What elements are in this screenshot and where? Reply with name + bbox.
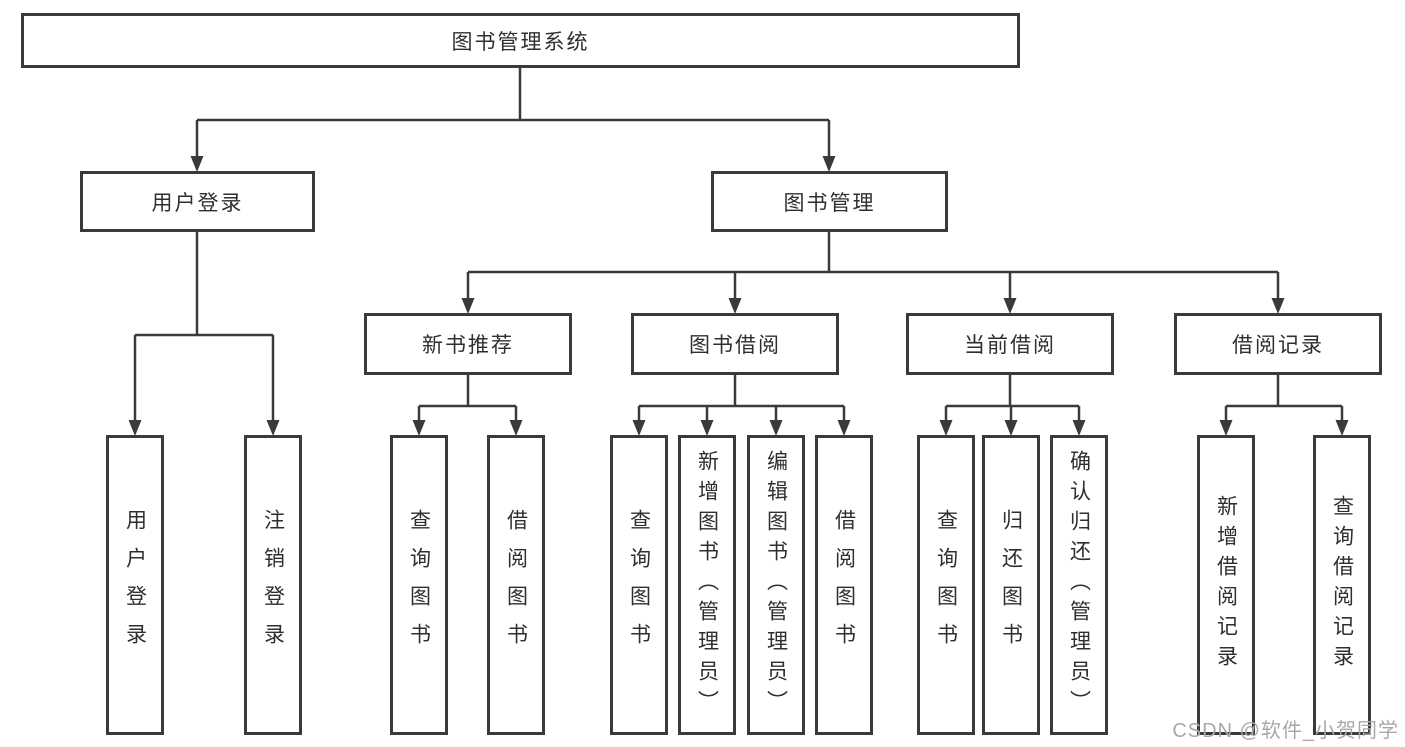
node-label: 编辑图书（管理员） (764, 450, 788, 720)
node-label: 用户登录 (123, 509, 147, 661)
node-label: 确认归还（管理员） (1067, 450, 1091, 720)
node-label: 查询图书 (934, 509, 958, 661)
leaf-borrow-books-borrow: 借阅图书 (815, 435, 873, 735)
leaf-query-books-current: 查询图书 (917, 435, 975, 735)
node-label: 查询图书 (627, 509, 651, 661)
leaf-return-books: 归还图书 (982, 435, 1040, 735)
leaf-add-book-admin: 新增图书（管理员） (678, 435, 736, 735)
node-label: 归还图书 (999, 509, 1023, 661)
node-current-borrow: 当前借阅 (906, 313, 1114, 375)
leaf-query-books-recommend: 查询图书 (390, 435, 448, 735)
leaf-user-login: 用户登录 (106, 435, 164, 735)
node-label: 查询借阅记录 (1330, 495, 1354, 675)
node-label: 借阅图书 (832, 509, 856, 661)
node-label: 图书管理系统 (451, 30, 590, 54)
node-new-book-recommend: 新书推荐 (364, 313, 572, 375)
node-label: 借阅图书 (504, 509, 528, 661)
node-book-borrow: 图书借阅 (631, 313, 839, 375)
node-label: 借阅记录 (1232, 334, 1324, 357)
leaf-borrow-books-recommend: 借阅图书 (487, 435, 545, 735)
node-user-login: 用户登录 (80, 171, 315, 232)
node-borrow-records: 借阅记录 (1174, 313, 1382, 375)
node-label: 新书推荐 (422, 334, 514, 357)
leaf-query-borrow-record: 查询借阅记录 (1313, 435, 1371, 735)
node-label: 当前借阅 (964, 334, 1056, 357)
leaf-confirm-return-admin: 确认归还（管理员） (1050, 435, 1108, 735)
node-book-management: 图书管理 (711, 171, 948, 232)
node-label: 新增借阅记录 (1214, 495, 1238, 675)
node-label: 新增图书（管理员） (695, 450, 719, 720)
node-label: 图书管理 (783, 191, 876, 215)
leaf-query-books-borrow: 查询图书 (610, 435, 668, 735)
leaf-logout: 注销登录 (244, 435, 302, 735)
leaf-edit-book-admin: 编辑图书（管理员） (747, 435, 805, 735)
node-library-system: 图书管理系统 (21, 13, 1020, 68)
node-label: 注销登录 (261, 509, 285, 661)
leaf-add-borrow-record: 新增借阅记录 (1197, 435, 1255, 735)
node-label: 查询图书 (407, 509, 431, 661)
node-label: 图书借阅 (689, 334, 781, 357)
node-label: 用户登录 (151, 191, 244, 215)
watermark: CSDN @软件_小贺同学 (1172, 720, 1399, 742)
